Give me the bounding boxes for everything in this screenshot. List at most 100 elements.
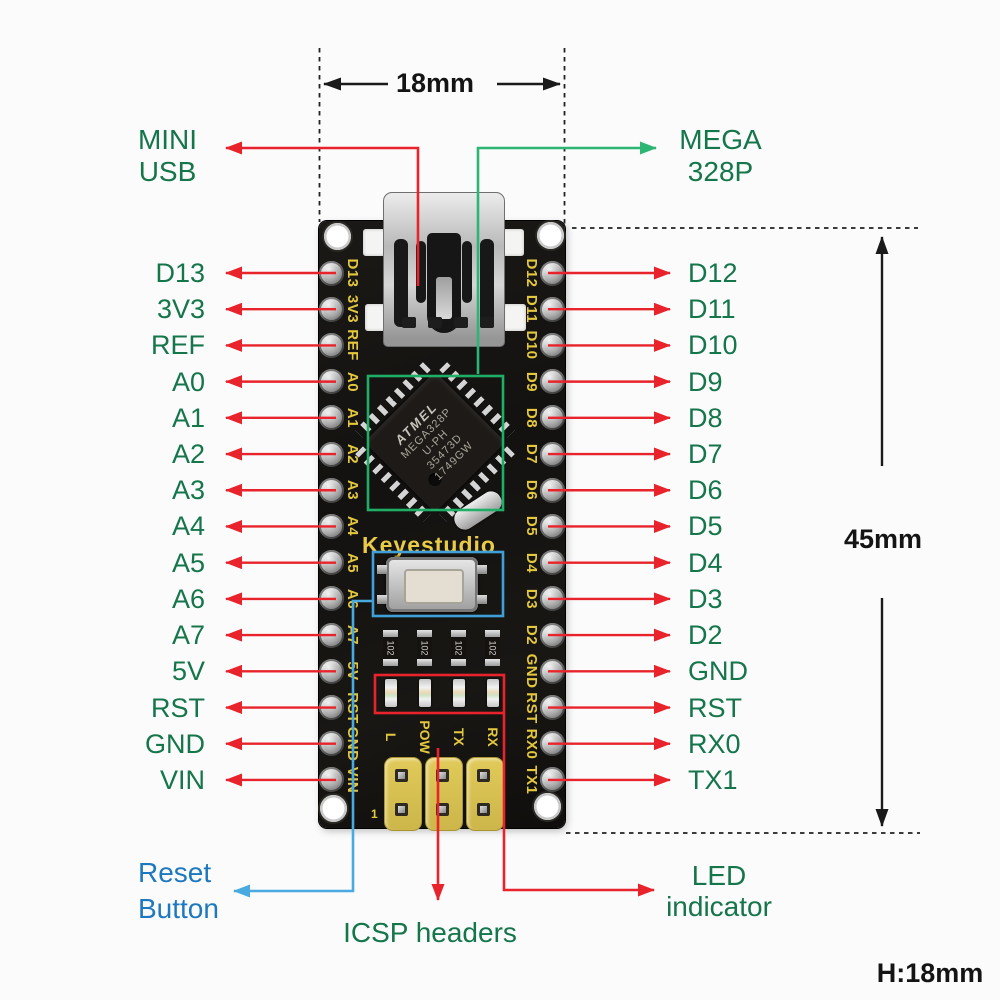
silkscreen-left-VIN: VIN — [344, 766, 361, 794]
pin-label-right-D5: D5 — [688, 511, 723, 542]
led-silkscreen-TX: TX — [451, 728, 467, 746]
pin-pad-left-A3 — [318, 477, 344, 503]
pin-pad-left-A4 — [318, 513, 344, 539]
pin-label-left-GND: GND — [145, 728, 205, 759]
led-silkscreen-POW: POW — [417, 720, 433, 754]
pin-pad-left-RST — [318, 695, 344, 721]
pin-pad-left-GND — [318, 731, 344, 757]
pin-label-left-D13: D13 — [155, 258, 205, 288]
reset-button-callout: Reset Button — [138, 857, 219, 924]
led-RX — [487, 679, 499, 707]
pin-label-right-TX1: TX1 — [688, 764, 738, 795]
pin-label-right-D7: D7 — [688, 439, 723, 470]
silkscreen-right-TX1: TX1 — [523, 765, 540, 795]
usb-slot — [394, 239, 408, 327]
pin-label-left-A6: A6 — [171, 583, 205, 614]
pin-label-left-VIN: VIN — [159, 764, 205, 795]
pin-pad-right-D6 — [539, 477, 565, 503]
icsp-headers-callout: ICSP headers — [343, 917, 517, 948]
usb-vent — [454, 317, 468, 328]
reset-button-cap[interactable] — [404, 569, 464, 604]
pin-pad-left-A0 — [318, 369, 344, 395]
pin-pad-right-D5 — [539, 513, 565, 539]
pin-label-right-D3: D3 — [688, 583, 723, 614]
pin-pad-right-D9 — [539, 369, 565, 395]
pin-pad-right-D3 — [539, 586, 565, 612]
pin-label-left-A0: A0 — [171, 366, 205, 397]
pin-label-left-A2: A2 — [171, 439, 205, 470]
thickness-dimension-label: H:18mm — [876, 958, 984, 988]
mega328p-callout: MEGA 328P — [679, 124, 762, 187]
pin-pad-right-RST — [539, 695, 565, 721]
pin-pad-right-D8 — [539, 405, 565, 431]
pin-pad-right-TX1 — [539, 767, 565, 793]
pin-label-right-GND: GND — [688, 656, 748, 687]
pin-label-left-A4: A4 — [171, 511, 205, 542]
pin-label-right-D12: D12 — [688, 258, 738, 288]
pin-pad-left-5V — [318, 658, 344, 684]
resistor: 102 — [451, 630, 466, 666]
pin-pad-left-D13 — [318, 260, 344, 286]
reset-button-component[interactable] — [377, 557, 487, 612]
usb-vent — [480, 317, 494, 328]
pin-label-right-D10: D10 — [688, 330, 738, 361]
pin-label-left-A7: A7 — [171, 620, 205, 651]
pin-pad-left-VIN — [318, 767, 344, 793]
arduino-nano-board: ATMEL MEGA328P U-PH 35473D 1749GW Keyest… — [318, 192, 565, 831]
pin-pad-left-A6 — [318, 586, 344, 612]
usb-slot — [480, 239, 494, 327]
led-indicator-callout: LED indicator — [666, 860, 772, 922]
pin-label-right-D2: D2 — [688, 620, 723, 651]
led-silkscreen-L: L — [383, 732, 399, 742]
mounting-hole-top-left — [324, 223, 351, 250]
pin-pad-right-D2 — [539, 622, 565, 648]
pin-label-right-D9: D9 — [688, 366, 723, 397]
pin-label-left-5V: 5V — [171, 656, 205, 687]
pin-label-left-REF: REF — [151, 330, 205, 361]
usb-vent — [428, 317, 442, 328]
pin-label-right-D4: D4 — [688, 547, 723, 578]
led-POW — [419, 679, 431, 707]
pin-pad-left-REF — [318, 332, 344, 358]
pin-label-left-A3: A3 — [171, 475, 205, 506]
pin-pad-right-GND — [539, 658, 565, 684]
led-silkscreen-RX: RX — [485, 727, 501, 747]
icsp-headers[interactable] — [384, 757, 504, 831]
usb-slot — [416, 241, 426, 303]
board-brand-silkscreen: Keyestudio — [362, 532, 496, 558]
pin-label-right-D11: D11 — [688, 294, 736, 325]
pin-label-right-RX0: RX0 — [688, 728, 741, 759]
pin-pad-right-D11 — [539, 296, 565, 322]
usb-solder-pad — [365, 304, 388, 331]
mounting-hole-bottom-left — [320, 795, 347, 822]
pin-label-right-D6: D6 — [688, 475, 723, 506]
resistor: 102 — [485, 630, 500, 666]
height-dimension-label: 45mm — [843, 524, 923, 554]
icsp-pin1-silkscreen: 1 — [371, 807, 378, 821]
resistor: 102 — [417, 630, 432, 666]
pin-label-right-D8: D8 — [688, 402, 723, 433]
pin-label-right-RST: RST — [688, 692, 742, 723]
pin-pad-left-3V3 — [318, 296, 344, 322]
pin-label-left-A1: A1 — [171, 402, 205, 433]
pin-pad-right-D12 — [539, 260, 565, 286]
resistor: 102 — [383, 630, 398, 666]
pin-label-left-3V3: 3V3 — [156, 294, 205, 325]
pin-pad-right-D4 — [539, 550, 565, 576]
led-TX — [453, 679, 465, 707]
mini-usb-connector — [383, 192, 505, 347]
led-L — [385, 679, 397, 707]
mounting-hole-top-right — [537, 222, 564, 249]
pin-label-left-RST: RST — [151, 692, 205, 723]
pin-pad-right-D7 — [539, 441, 565, 467]
usb-socket-opening — [427, 233, 461, 333]
width-dimension-label: 18mm — [395, 68, 475, 98]
chip-marking: ATMEL MEGA328P U-PH 35473D 1749GW — [364, 371, 505, 512]
pin-pad-left-A5 — [318, 550, 344, 576]
pin-pad-left-A2 — [318, 441, 344, 467]
pin-pad-right-D10 — [539, 332, 565, 358]
pin-label-left-A5: A5 — [171, 547, 205, 578]
